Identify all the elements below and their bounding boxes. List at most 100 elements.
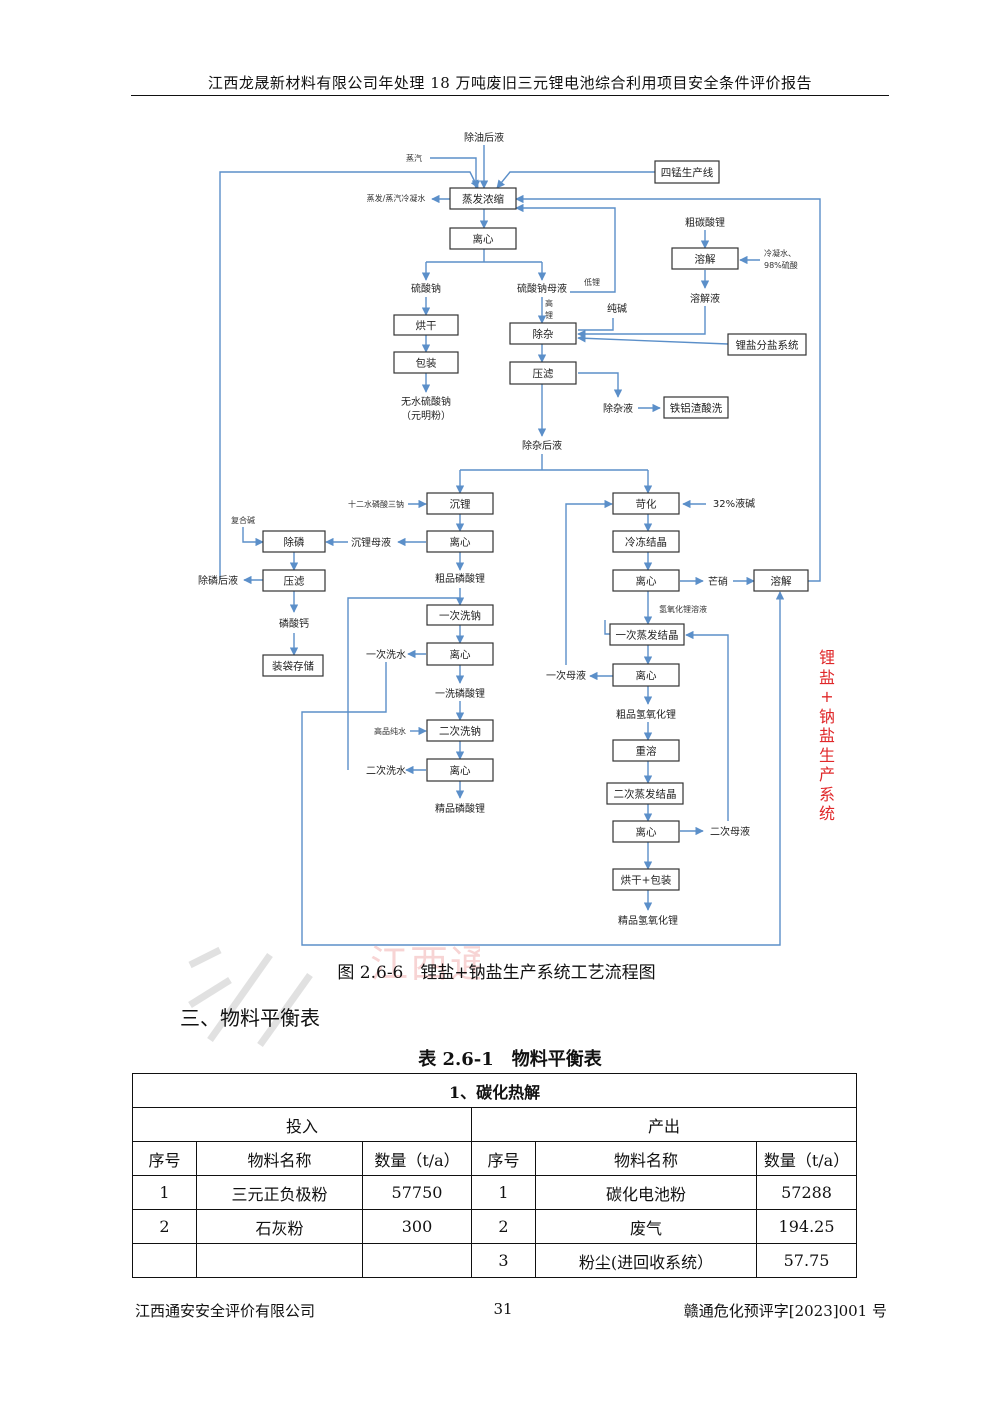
in-qty bbox=[362, 1243, 472, 1278]
process-box-cent1 bbox=[449, 227, 517, 250]
out-qty: 194.25 bbox=[755, 1209, 858, 1244]
flow-label-zhengqi: 蒸汽 bbox=[406, 153, 422, 163]
process-flowchart: 蒸发浓缩离心四锰生产线溶解烘干包装除杂压滤锂盐分盐系统铁铝渣酸洗沉锂离心除磷压滤… bbox=[198, 131, 821, 946]
flow-label-yixi: 一洗磷酸锂 bbox=[435, 687, 485, 700]
process-box-label-cent5: 离心 bbox=[636, 575, 657, 588]
process-box-ercixina bbox=[426, 719, 494, 742]
footer-page-number: 31 bbox=[493, 1300, 513, 1318]
process-box-cent2 bbox=[426, 530, 494, 553]
process-box-chongrong bbox=[612, 739, 680, 762]
process-box-siman bbox=[654, 160, 720, 184]
footer-company: 江西通安安全评价有限公司 bbox=[135, 1302, 316, 1320]
process-box-kehua bbox=[612, 492, 680, 515]
process-box-tielv bbox=[663, 396, 729, 419]
table-header-row: 序号 物料名称 数量（t/a） 序号 物料名称 数量（t/a） bbox=[132, 1141, 858, 1176]
flow-label-gao: 高 bbox=[545, 298, 553, 308]
flow-line bbox=[577, 306, 706, 339]
process-box-honggan1 bbox=[393, 314, 459, 336]
table-section-row: 1、碳化热解 bbox=[131, 1073, 858, 1108]
flow-label-shierhe: 十二水磷酸三钠 bbox=[348, 499, 404, 509]
process-box-label-lengdong: 冷冻结晶 bbox=[625, 536, 667, 549]
process-box-label-cent4: 离心 bbox=[450, 764, 471, 777]
flow-label-chulinhouye: 除磷后液 bbox=[198, 574, 238, 587]
flow-label-culinsuanli: 粗品磷酸锂 bbox=[435, 572, 485, 585]
svg-text:江: 江 bbox=[370, 942, 408, 986]
watermark-logo: 江 西 通 bbox=[188, 942, 480, 1048]
flow-line bbox=[578, 318, 614, 331]
process-box-chuza bbox=[509, 322, 577, 345]
table-row: 3 粉尘(进回收系统） 57.75 bbox=[132, 1243, 858, 1278]
material-balance-table: 1、碳化热解 投入 产出 序号 物料名称 数量（t/a） 序号 物料名称 数量（… bbox=[131, 1073, 858, 1278]
flow-label-wushui_b: （元明粉） bbox=[401, 409, 451, 422]
process-box-honggan2 bbox=[612, 868, 680, 891]
flow-label-lengningshui: 冷凝水、 bbox=[764, 248, 796, 258]
flow-label-jian32: 32%液碱 bbox=[713, 497, 755, 510]
process-box-yalv2 bbox=[262, 569, 326, 592]
col-seq: 序号 bbox=[132, 1141, 197, 1176]
process-box-cent6 bbox=[612, 663, 680, 687]
process-box-chulin bbox=[262, 530, 326, 553]
col-name: 物料名称 bbox=[535, 1141, 757, 1176]
in-no: 1 bbox=[132, 1175, 197, 1210]
section-heading: 三、物料平衡表 bbox=[180, 1006, 320, 1030]
flow-line bbox=[242, 527, 264, 547]
process-box-cent4 bbox=[426, 758, 494, 782]
flow-line bbox=[219, 171, 479, 580]
side-label-system: 锂 盐 + 钠 盐 生 产 系 统 bbox=[818, 648, 835, 823]
input-header: 投入 bbox=[132, 1107, 472, 1142]
process-box-label-kehua: 苛化 bbox=[636, 498, 657, 511]
out-qty: 57288 bbox=[755, 1175, 858, 1210]
process-box-cent3 bbox=[426, 642, 494, 666]
footer-doc-number: 赣通危化预评字[2023]001 号 bbox=[683, 1302, 887, 1320]
process-box-label-yici: 一次蒸发结晶 bbox=[616, 629, 679, 642]
process-box-label-cent1: 离心 bbox=[473, 233, 494, 246]
process-box-label-yalv1: 压滤 bbox=[533, 367, 554, 380]
in-no: 2 bbox=[132, 1209, 197, 1244]
flow-label-liusuanna: 硫酸钠 bbox=[411, 282, 441, 295]
process-box-yalv1 bbox=[509, 361, 577, 385]
out-name: 废气 bbox=[535, 1209, 757, 1244]
flow-line bbox=[685, 630, 729, 821]
header-rule bbox=[131, 95, 889, 96]
process-box-erci bbox=[606, 782, 684, 805]
figure-caption: 图 2.6-6 锂盐+钠盐生产系统工艺流程图 bbox=[337, 963, 656, 983]
out-no: 3 bbox=[471, 1243, 536, 1278]
flow-label-linsuangai: 磷酸钙 bbox=[279, 617, 309, 630]
flow-label-li: 锂 bbox=[545, 310, 553, 320]
flow-label-chuzaye: 除杂液 bbox=[603, 402, 633, 415]
process-box-label-erci: 二次蒸发结晶 bbox=[614, 788, 677, 801]
process-box-lengdong bbox=[612, 530, 680, 553]
flow-line bbox=[430, 157, 481, 189]
process-box-yici bbox=[609, 623, 685, 646]
flow-label-chunjian: 纯碱 bbox=[607, 302, 627, 315]
process-box-baozhuang1 bbox=[393, 351, 459, 374]
flow-label-mangxiao: 芒硝 bbox=[708, 575, 728, 588]
process-box-label-yicixina: 一次洗钠 bbox=[439, 609, 481, 622]
out-name: 碳化电池粉 bbox=[535, 1175, 757, 1210]
in-no bbox=[132, 1243, 197, 1278]
process-box-label-chuza: 除杂 bbox=[533, 328, 554, 341]
out-no: 2 bbox=[471, 1209, 536, 1244]
flow-label-yicixishui: 一次洗水 bbox=[366, 648, 406, 661]
flow-label-gaochun: 高品纯水 bbox=[374, 726, 406, 736]
process-box-label-cent2: 离心 bbox=[450, 536, 471, 549]
process-box-daizhuang bbox=[262, 654, 324, 677]
flow-label-muye: 硫酸钠母液 bbox=[517, 282, 567, 295]
process-box-label-rongjie2: 溶解 bbox=[771, 575, 792, 588]
flow-line bbox=[496, 171, 655, 189]
process-box-label-cent6: 离心 bbox=[636, 669, 657, 682]
table-row: 1 三元正负极粉 57750 1 碳化电池粉 57288 bbox=[132, 1175, 858, 1210]
flow-label-diLi: 低锂 bbox=[584, 277, 600, 287]
col-name: 物料名称 bbox=[196, 1141, 363, 1176]
process-box-cent7 bbox=[612, 820, 680, 843]
in-qty: 57750 bbox=[362, 1175, 472, 1210]
process-box-rongjie2 bbox=[753, 569, 809, 592]
flow-line bbox=[565, 499, 613, 665]
process-box-cent5 bbox=[612, 569, 680, 592]
flow-line bbox=[515, 194, 821, 582]
process-box-label-chulin: 除磷 bbox=[284, 536, 305, 549]
flow-line bbox=[515, 203, 616, 293]
out-no: 1 bbox=[471, 1175, 536, 1210]
process-box-label-cent3: 离心 bbox=[450, 648, 471, 661]
in-name: 石灰粉 bbox=[196, 1209, 363, 1244]
